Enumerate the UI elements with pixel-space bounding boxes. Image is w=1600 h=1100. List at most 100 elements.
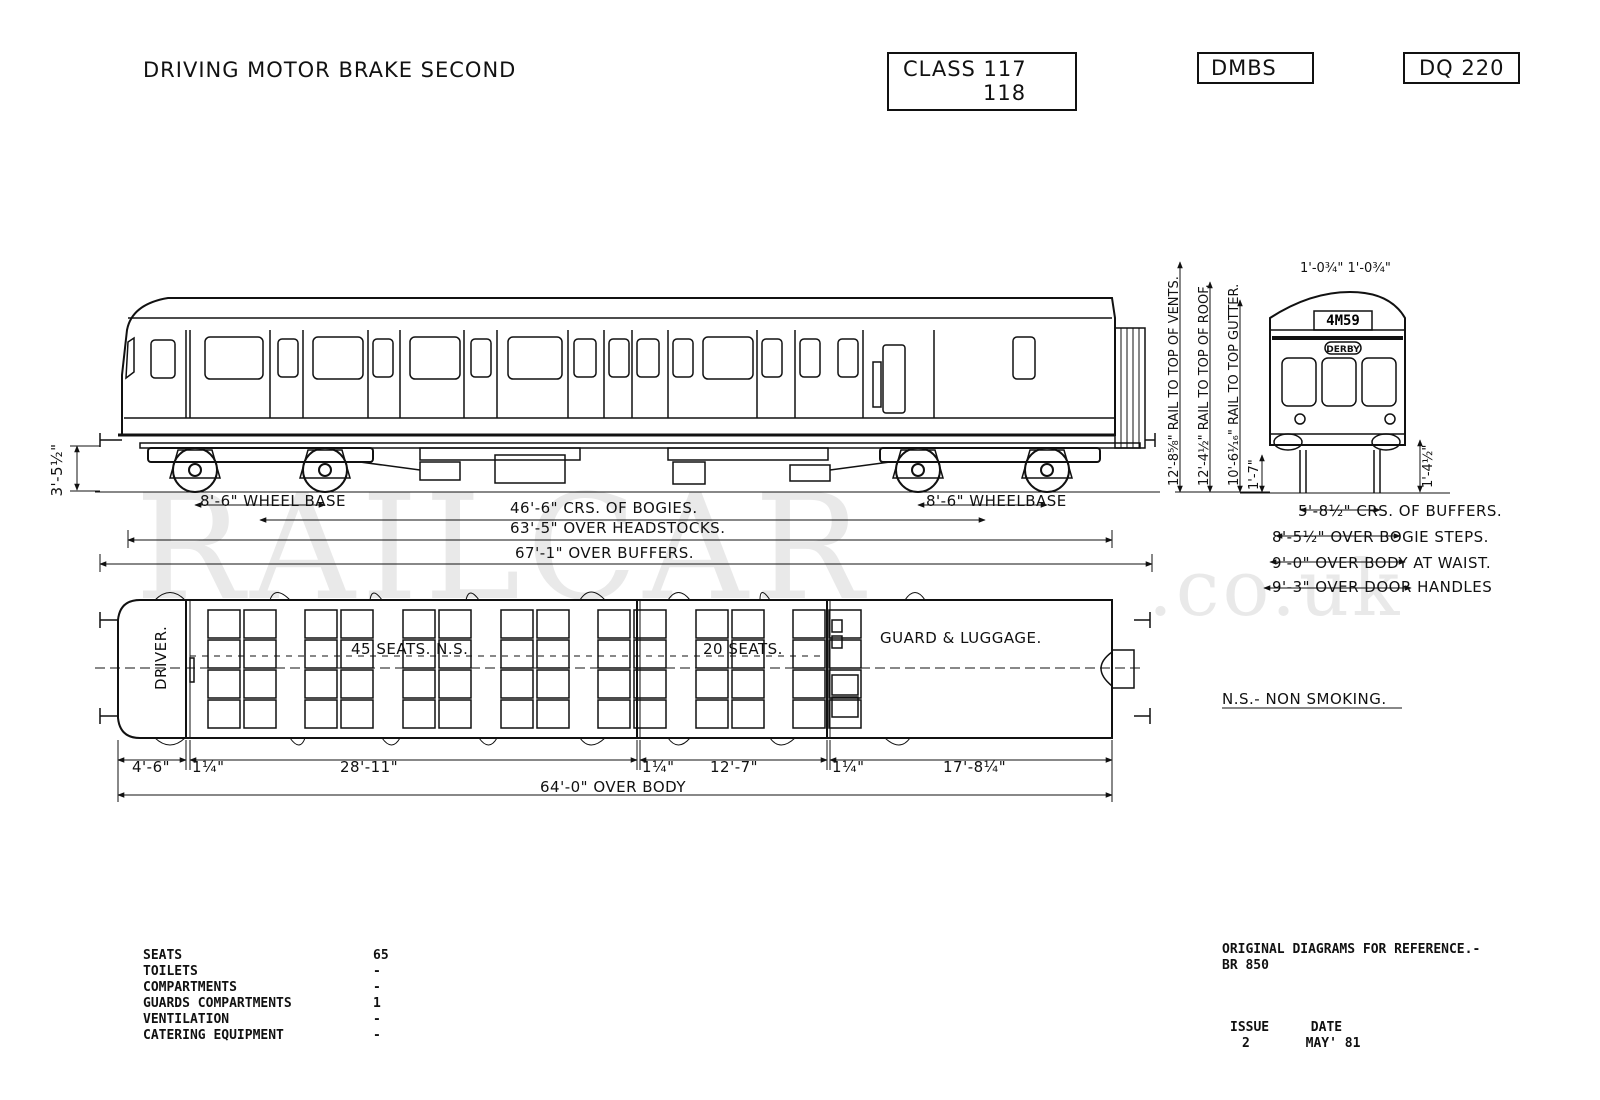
spec-row: COMPARTMENTS- [143, 980, 389, 996]
seat [633, 609, 667, 639]
dim-end-2: 8'-5½" OVER BOGIE STEPS. [1272, 528, 1489, 546]
seat [536, 699, 570, 729]
date-label: DATE [1310, 1020, 1343, 1035]
seat [304, 609, 338, 639]
seat [792, 639, 826, 669]
diagram-title: DRIVING MOTOR BRAKE SECOND [143, 58, 517, 82]
class-line-2: 118 [983, 81, 1027, 105]
saloon-1-label: 45 SEATS. N.S. [351, 640, 468, 658]
spec-row: CATERING EQUIPMENT- [143, 1028, 389, 1044]
seat [828, 609, 862, 639]
saloon-2-label: 20 SEATS. [703, 640, 783, 658]
seat [695, 639, 729, 669]
dim-rail-roof: 12'-4½" RAIL TO TOP OF ROOF. [1197, 284, 1212, 486]
dim-over-buffers: 67'-1" OVER BUFFERS. [515, 544, 694, 562]
destination-blind: DERBY [1326, 345, 1360, 355]
seat [207, 639, 241, 669]
seat [402, 639, 436, 669]
seat [438, 609, 472, 639]
seat [731, 699, 765, 729]
spec-value: 65 [373, 948, 389, 963]
legend-non-smoking: N.S.- NON SMOKING. [1222, 690, 1387, 708]
seat [792, 669, 826, 699]
date-value: MAY' 81 [1305, 1036, 1361, 1051]
dim-end-4: 9'-3" OVER DOOR HANDLES [1272, 578, 1492, 596]
side-dimensions [70, 445, 1153, 572]
dim-partition-1: 1¼" [192, 758, 224, 776]
diagram-number-box: DQ 220 [1403, 52, 1520, 84]
seat [828, 699, 862, 729]
seat [340, 639, 374, 669]
dim-cab: 4'-6" [132, 758, 170, 776]
seat [633, 699, 667, 729]
seat-layout [207, 609, 862, 729]
dim-saloon-2: 12'-7" [710, 758, 758, 776]
seat [402, 699, 436, 729]
dim-wheelbase-right: 8'-6" WHEELBASE [926, 492, 1067, 510]
seat [731, 669, 765, 699]
seat [828, 639, 862, 669]
seat [597, 669, 631, 699]
end-elevation [1240, 290, 1450, 494]
seat [536, 639, 570, 669]
seat [243, 639, 277, 669]
dim-small-left: 1'-7" [1247, 459, 1262, 490]
spec-label: VENTILATION [143, 1012, 230, 1027]
guard-luggage-label: GUARD & LUGGAGE. [880, 629, 1042, 647]
reference-line-1: ORIGINAL DIAGRAMS FOR REFERENCE.- [1222, 942, 1481, 957]
reference-line-2: BR 850 [1222, 958, 1269, 973]
seat [402, 609, 436, 639]
seat [695, 699, 729, 729]
code-box: DMBS [1197, 52, 1314, 84]
seat [597, 639, 631, 669]
seat [438, 699, 472, 729]
issue-label: ISSUE [1230, 1020, 1270, 1035]
spec-label: SEATS [143, 948, 183, 963]
seat [304, 699, 338, 729]
spec-row: SEATS 65 [143, 948, 389, 964]
watermark-main: RAILCAR [135, 464, 869, 633]
seat [438, 639, 472, 669]
dim-floor-height: 3'-5½" [48, 443, 66, 496]
class-line-1: CLASS 117 [903, 57, 1027, 81]
dim-end-top: 1'-0¾" 1'-0¾" [1300, 261, 1391, 276]
seat [536, 669, 570, 699]
dim-bogie-centres: 46'-6" CRS. OF BOGIES. [510, 499, 698, 517]
headcode: 4M59 [1326, 313, 1360, 329]
spec-label: COMPARTMENTS [143, 980, 237, 995]
spec-value: - [373, 1012, 381, 1027]
seat [500, 699, 534, 729]
dim-over-body: 64'-0" OVER BODY [540, 778, 686, 796]
spec-row: GUARDS COMPARTMENTS 1 [143, 996, 389, 1012]
seat [695, 609, 729, 639]
dim-rail-gutter: 10'-6¹⁄₁₆" RAIL TO TOP GUTTER. [1227, 284, 1242, 486]
class-box: CLASS 117 118 [887, 52, 1077, 111]
dim-end-1: 5'-8½" CRS. OF BUFFERS. [1298, 502, 1502, 520]
diagram-number: DQ 220 [1419, 56, 1505, 80]
seat [340, 699, 374, 729]
spec-label: GUARDS COMPARTMENTS [143, 996, 292, 1011]
dim-guard: 17'-8¼" [943, 758, 1006, 776]
issue-block: ISSUE DATE 2 MAY' 81 [1230, 1020, 1360, 1052]
dim-partition-3: 1¼" [832, 758, 864, 776]
reference-block: ORIGINAL DIAGRAMS FOR REFERENCE.- BR 850 [1222, 942, 1480, 974]
seat [500, 609, 534, 639]
dim-small-right: 1'-4½" [1421, 445, 1436, 488]
spec-row: TOILETS- [143, 964, 389, 980]
plan-dimensions [117, 740, 1113, 802]
issue-value: 2 [1242, 1036, 1250, 1051]
spec-label: TOILETS [143, 964, 198, 979]
dim-saloon-1: 28'-11" [340, 758, 398, 776]
seat [828, 669, 862, 699]
seat [500, 639, 534, 669]
dim-over-headstocks: 63'-5" OVER HEADSTOCKS. [510, 519, 725, 537]
seat [243, 669, 277, 699]
seat [340, 669, 374, 699]
seat [695, 669, 729, 699]
seat [731, 609, 765, 639]
seat [633, 639, 667, 669]
side-elevation [95, 297, 1160, 493]
spec-value: 1 [373, 996, 381, 1011]
seat [207, 669, 241, 699]
